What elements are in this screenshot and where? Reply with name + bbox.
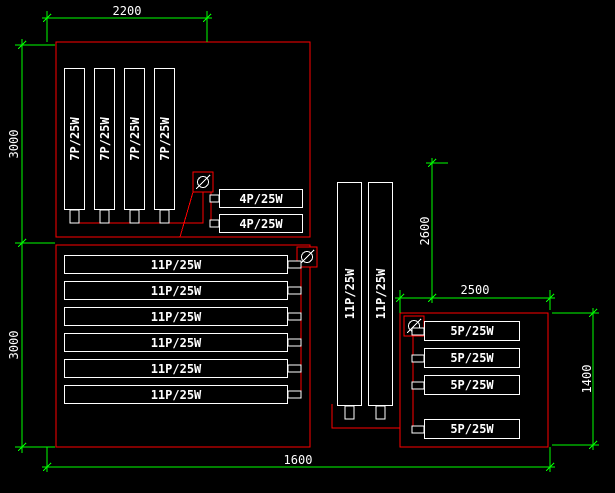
panel-4p-1-label: 4P/25W (239, 191, 283, 206)
stub (287, 364, 302, 373)
panel-11p-row-1: 11P/25W (64, 255, 288, 274)
panel-4p-1: 4P/25W (219, 189, 303, 208)
stub (344, 405, 355, 420)
panel-7p-3: 7P/25W (124, 68, 145, 210)
stub (411, 354, 425, 363)
stub (209, 219, 220, 228)
room-outline-bottom-left (55, 244, 311, 448)
panel-7p-1-label: 7P/25W (67, 117, 82, 161)
panel-11p-row-3: 11P/25W (64, 307, 288, 326)
dim-bottom-label: 1600 (283, 453, 313, 467)
panel-5p-4: 5P/25W (424, 419, 520, 439)
panel-5p-1-label: 5P/25W (450, 324, 494, 338)
room-outline-top-left (55, 41, 311, 238)
dim-left-upper-label: 3000 (7, 129, 21, 159)
panel-11p-row-1-label: 11P/25W (150, 257, 202, 272)
stub (159, 209, 170, 224)
panel-7p-1: 7P/25W (64, 68, 85, 210)
stub (411, 381, 425, 390)
panel-7p-4-label: 7P/25W (157, 117, 172, 161)
dim-top-2200 (42, 11, 212, 42)
stub (287, 338, 302, 347)
panel-7p-2-label: 7P/25W (97, 117, 112, 161)
panel-7p-2: 7P/25W (94, 68, 115, 210)
stub (375, 405, 386, 420)
stub (411, 327, 425, 336)
stub (287, 260, 302, 269)
panel-11p-row-4: 11P/25W (64, 333, 288, 352)
distribution-box-icon (192, 171, 214, 193)
panel-5p-2-label: 5P/25W (450, 351, 494, 365)
panel-7p-4: 7P/25W (154, 68, 175, 210)
panel-5p-3: 5P/25W (424, 375, 520, 395)
panel-11p-col-1-label: 11P/25W (342, 268, 357, 320)
panel-11p-row-2-label: 11P/25W (150, 283, 202, 298)
panel-11p-row-6-label: 11P/25W (150, 387, 202, 402)
panel-4p-2-label: 4P/25W (239, 216, 283, 231)
panel-5p-2: 5P/25W (424, 348, 520, 368)
dim-2500-label: 2500 (460, 283, 490, 297)
stub (99, 209, 110, 224)
stub (69, 209, 80, 224)
panel-11p-row-5: 11P/25W (64, 359, 288, 378)
panel-11p-col-2: 11P/25W (368, 182, 393, 406)
dim-2600 (426, 158, 448, 303)
stub (129, 209, 140, 224)
connector-middle (331, 404, 400, 429)
bus-top-left (74, 192, 204, 224)
panel-11p-row-3-label: 11P/25W (150, 309, 202, 324)
panel-5p-3-label: 5P/25W (450, 378, 494, 392)
panel-11p-row-6: 11P/25W (64, 385, 288, 404)
dim-top-label: 2200 (112, 4, 142, 18)
room-outline-right (399, 312, 549, 448)
panel-stubs (69, 194, 425, 434)
stub (287, 312, 302, 321)
panel-5p-4-label: 5P/25W (450, 422, 494, 436)
stub (209, 194, 220, 203)
panel-11p-col-2-label: 11P/25W (373, 268, 388, 320)
panel-4p-2: 4P/25W (219, 214, 303, 233)
diagonal-top-left (179, 191, 194, 238)
stub (411, 425, 425, 434)
panel-11p-row-5-label: 11P/25W (150, 361, 202, 376)
distribution-box-icon (296, 246, 318, 268)
dim-2500 (395, 290, 555, 313)
panel-7p-3-label: 7P/25W (127, 117, 142, 161)
dim-1400-label: 1400 (580, 364, 594, 394)
panel-11p-row-2: 11P/25W (64, 281, 288, 300)
panel-5p-1: 5P/25W (424, 321, 520, 341)
stub (287, 286, 302, 295)
dim-left-3000 (15, 39, 55, 453)
dim-right-1400 (552, 308, 599, 450)
stub (287, 390, 302, 399)
dimension-lines (15, 11, 599, 472)
dim-bottom-1600 (42, 447, 555, 472)
panel-11p-row-4-label: 11P/25W (150, 335, 202, 350)
dim-left-lower-label: 3000 (7, 330, 21, 360)
room-outlines (55, 41, 549, 448)
dim-2600-label: 2600 (418, 216, 432, 246)
panel-11p-col-1: 11P/25W (337, 182, 362, 406)
